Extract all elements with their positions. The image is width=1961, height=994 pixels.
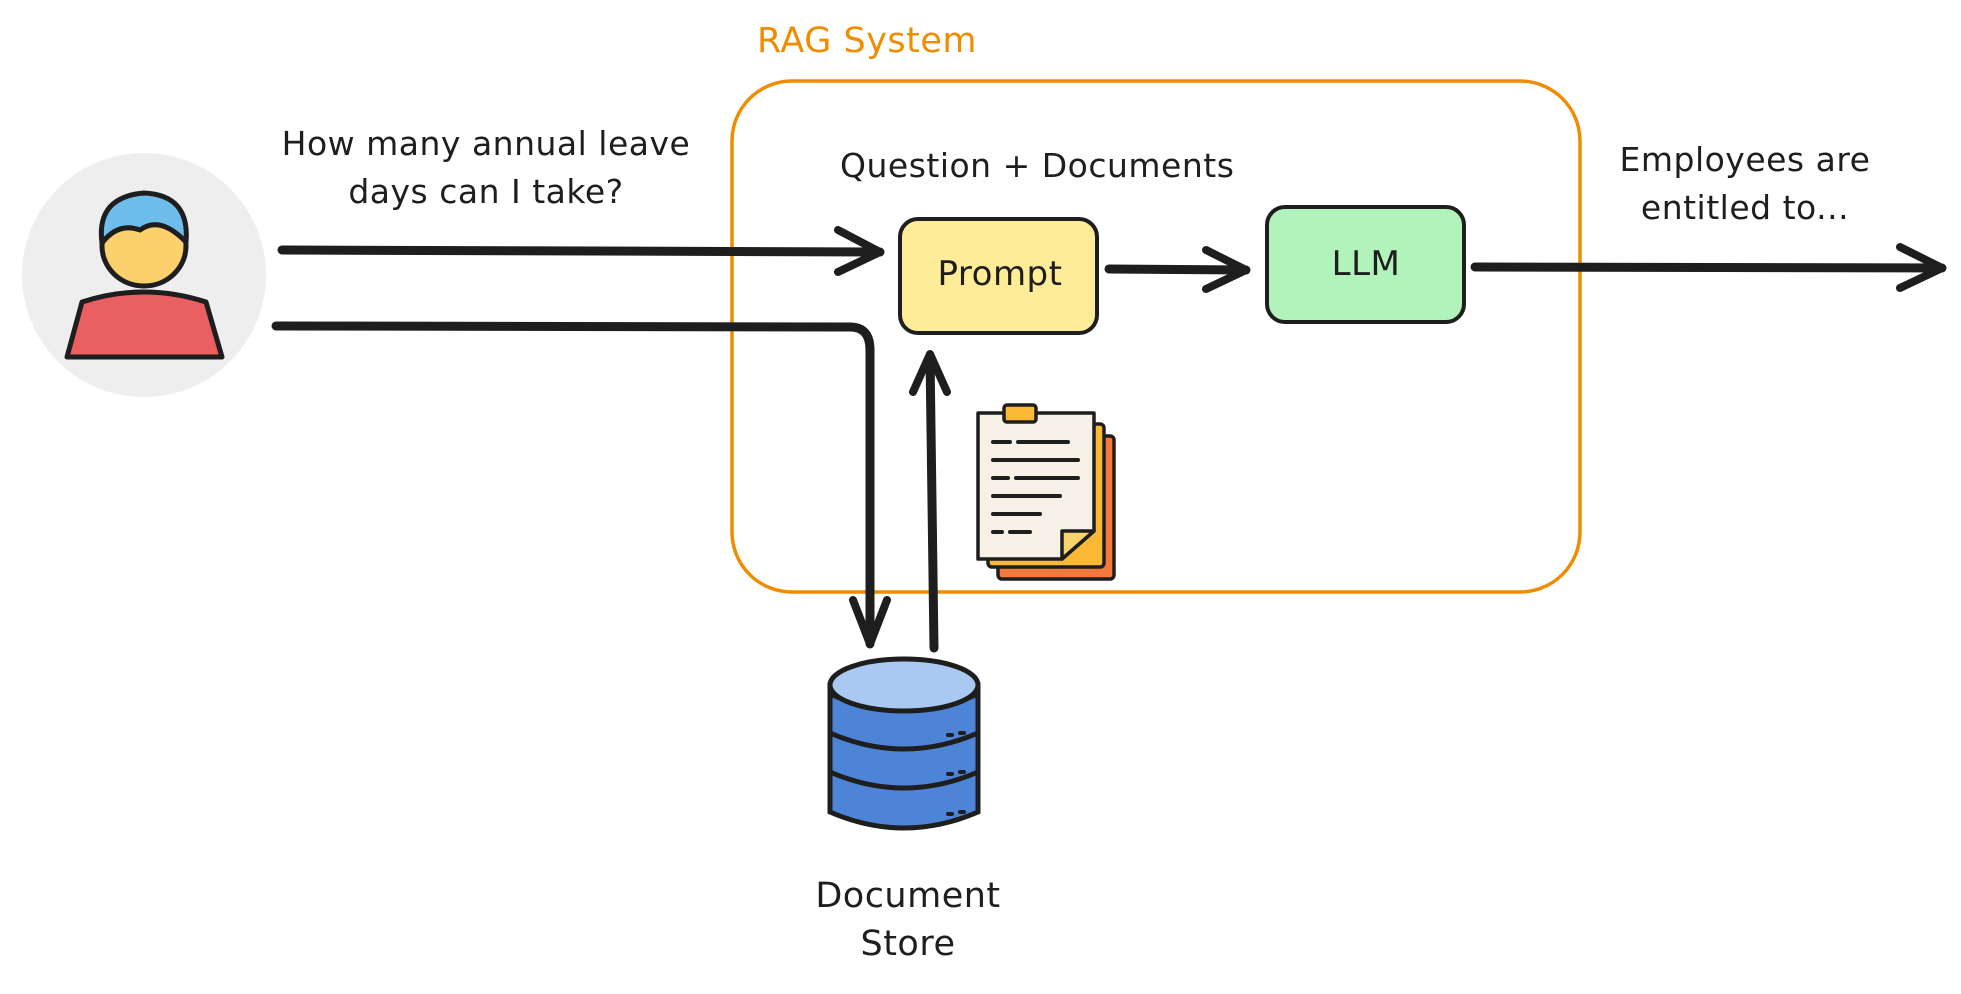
retrieval-arrow — [925, 351, 939, 653]
answer-text: Employees are entitled to... — [1619, 140, 1871, 227]
prompt-node-label: Prompt — [937, 254, 1063, 294]
documents-stack-icon — [976, 403, 1116, 581]
question-documents-label: Question + Documents — [840, 146, 1235, 185]
llm-node — [1265, 205, 1466, 324]
question-arrow — [277, 245, 885, 257]
user-question-text: How many annual leave days can I take? — [281, 124, 691, 211]
rag-system-container — [730, 79, 1582, 594]
document-store-label: Document Store — [815, 876, 1001, 964]
answer-arrow — [1470, 262, 1947, 273]
user-avatar-icon — [22, 153, 266, 397]
database-icon — [827, 656, 981, 831]
prompt-node — [898, 217, 1099, 335]
rag-system-title: RAG System — [757, 21, 977, 61]
query-arrow — [271, 321, 875, 649]
llm-node-label: LLM — [1331, 244, 1401, 284]
prompt-to-llm-arrow — [1104, 264, 1251, 275]
